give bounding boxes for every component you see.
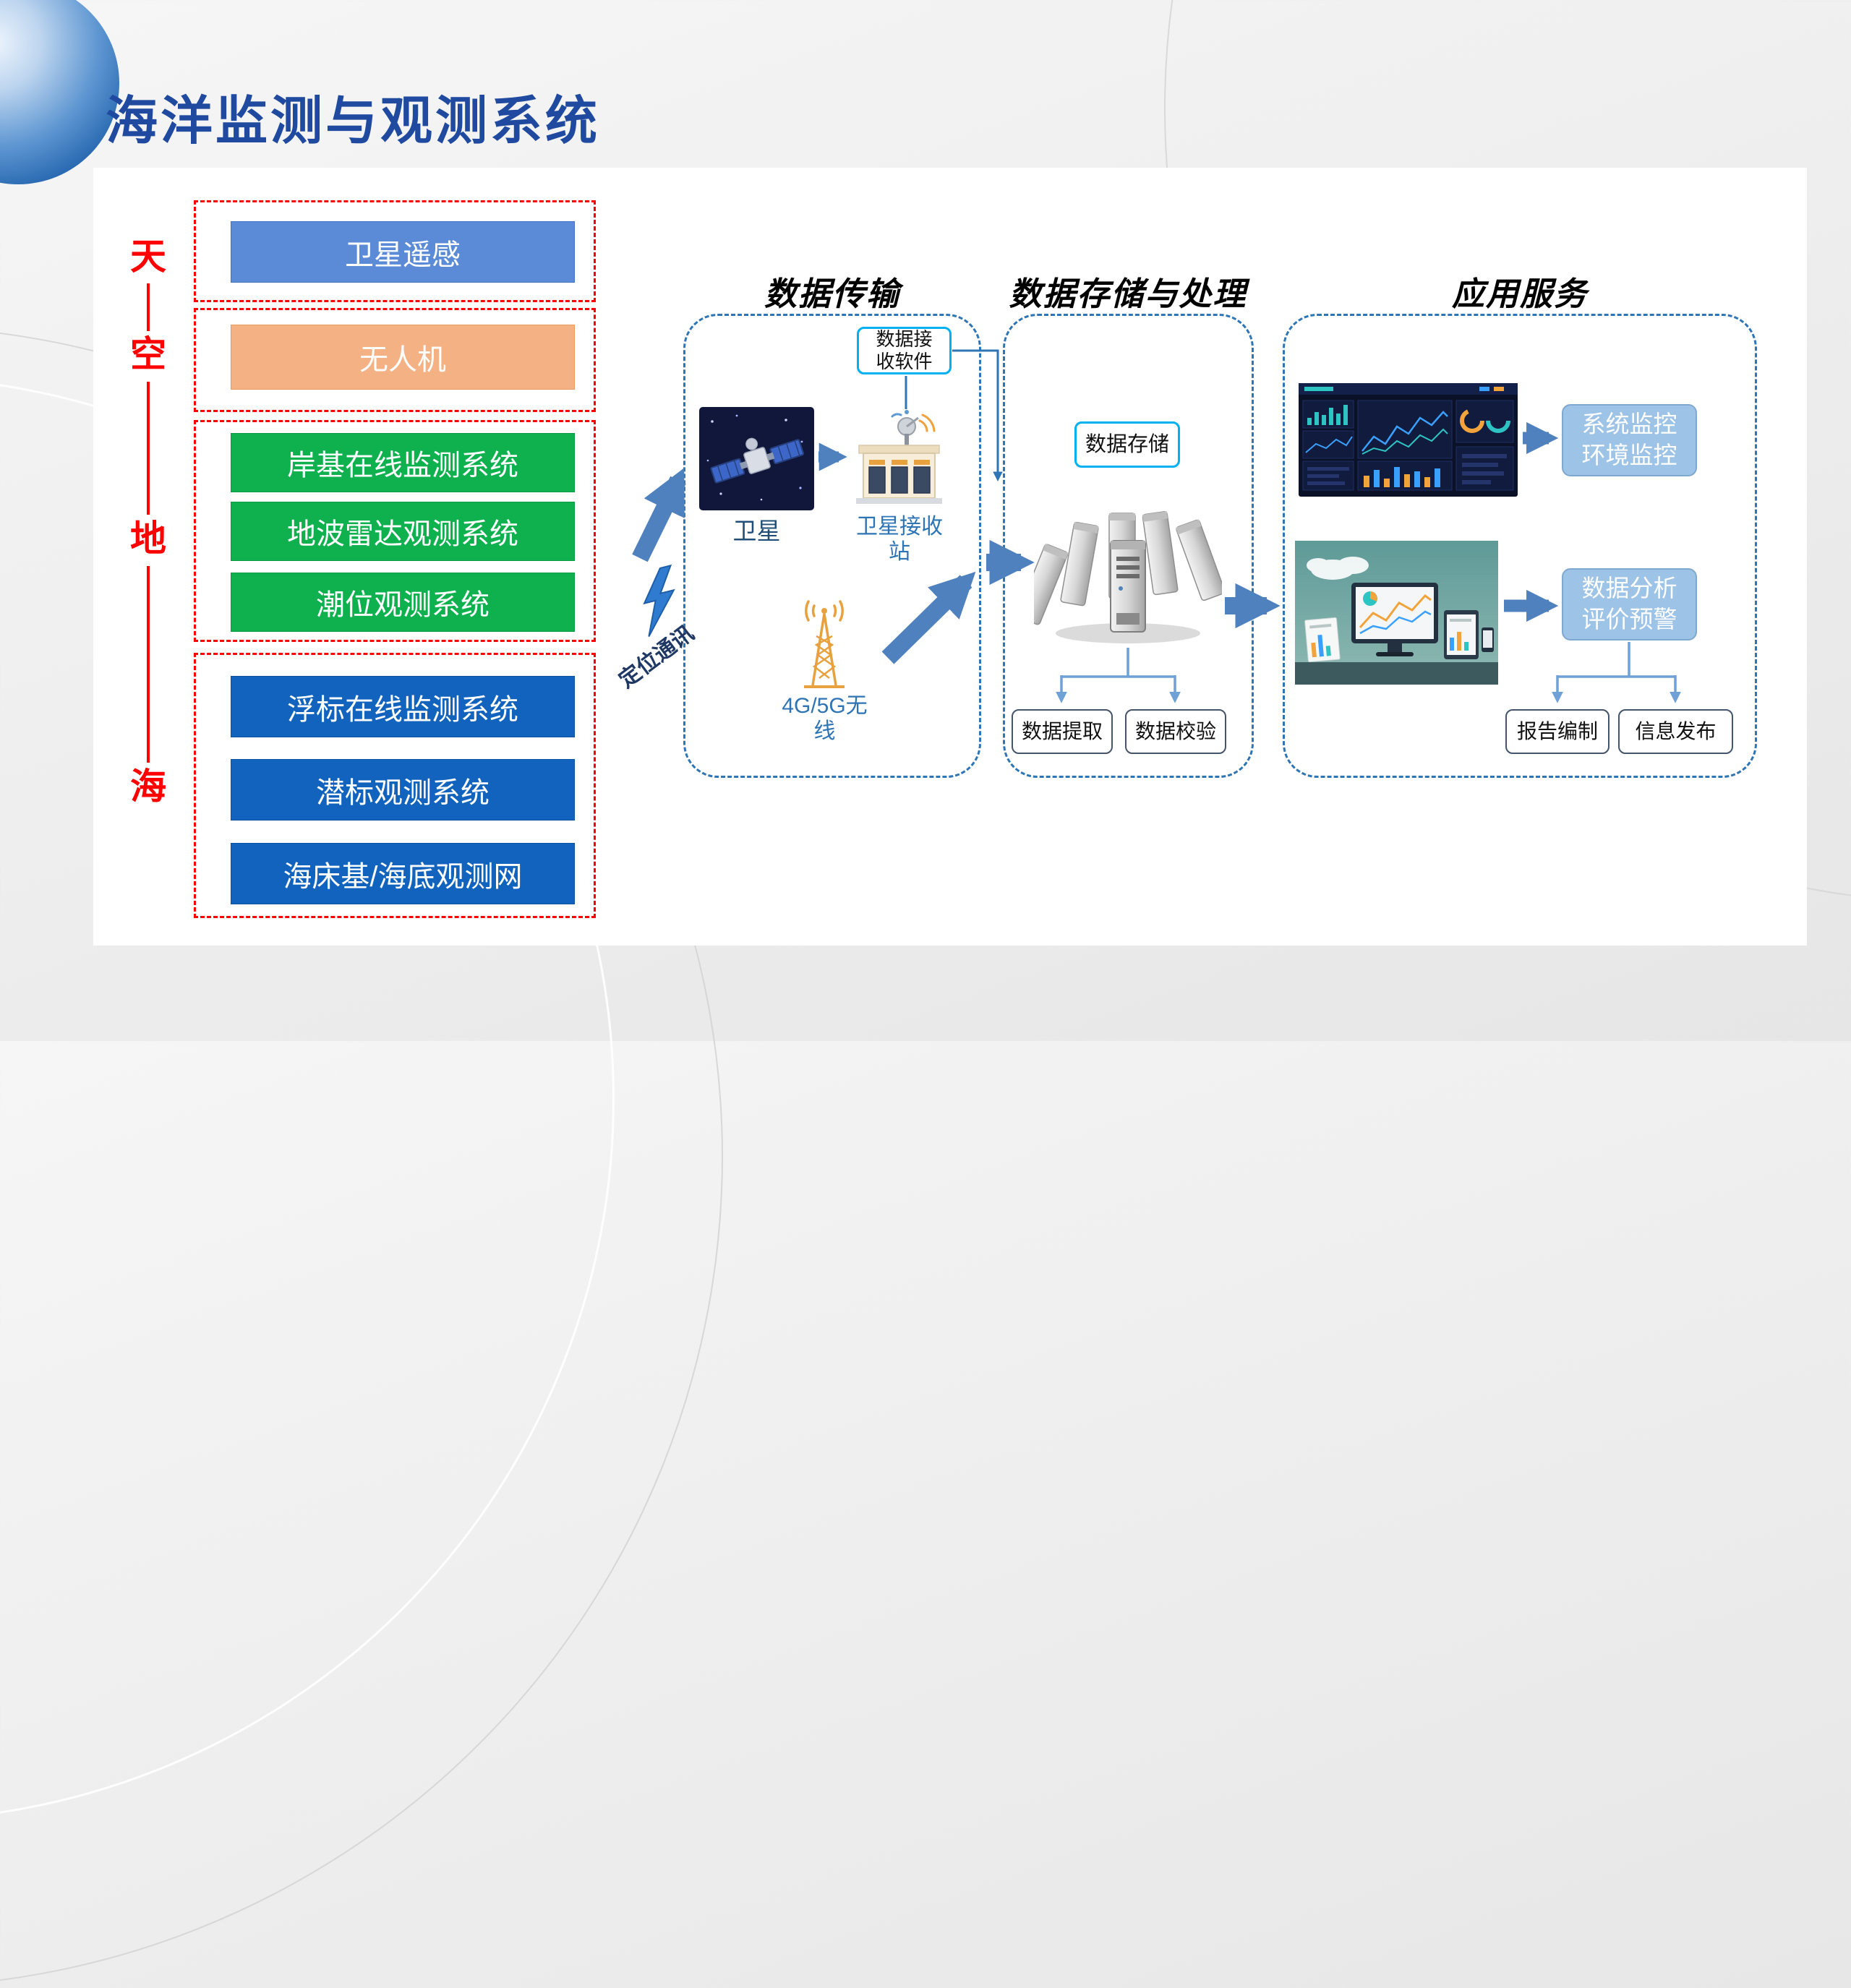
publish-box: 信息发布: [1618, 709, 1733, 754]
axis-label-sea: 海: [130, 766, 166, 807]
corner-sphere-decoration: [0, 0, 119, 184]
section-title-application: 应用服务: [1451, 276, 1588, 312]
source-box-buoy-monitoring: 浮标在线监测系统: [231, 676, 575, 737]
axis-line: [147, 566, 150, 763]
section-title-transmission: 数据传输: [764, 276, 900, 312]
report-box: 报告编制: [1505, 709, 1610, 754]
axis-label-land: 地: [130, 518, 166, 559]
analytics-screenshot-image: [1295, 541, 1498, 685]
source-box-seabed-network: 海床基/海底观测网: [231, 843, 575, 904]
dashboard-screenshot-image: [1299, 383, 1518, 497]
data-analysis-box: 数据分析 评价预警: [1562, 568, 1697, 640]
data-verify-box: 数据校验: [1125, 709, 1226, 754]
satellite-label: 卫星: [732, 518, 781, 544]
axis-line: [147, 382, 150, 515]
antenna-4g5g-icon: [788, 600, 860, 693]
source-box-tide-observation: 潮位观测系统: [231, 573, 575, 632]
section-title-storage: 数据存储与处理: [1009, 276, 1247, 312]
data-extract-box: 数据提取: [1012, 709, 1113, 754]
source-box-uav: 无人机: [231, 325, 575, 390]
server-cluster-icon: [1034, 499, 1222, 647]
satellite-image: [699, 407, 814, 510]
group-uav: [194, 308, 596, 412]
data-storage-box: 数据存储: [1074, 421, 1180, 468]
axis-line: [147, 283, 150, 331]
satellite-station-icon: [853, 409, 945, 507]
wireless-4g5g-label: 4G/5G无 线: [782, 694, 868, 743]
source-box-submerged-buoy: 潜标观测系统: [231, 759, 575, 821]
axis-label-sky: 天: [130, 236, 166, 277]
source-box-shore-monitoring: 岸基在线监测系统: [231, 433, 575, 492]
group-satellite: [194, 200, 596, 302]
receiver-software-box: 数据接 收软件: [857, 327, 952, 374]
section-application: [1283, 314, 1757, 778]
page-title: 海洋监测与观测系统: [106, 93, 601, 150]
source-box-satellite-remote-sensing: 卫星遥感: [231, 221, 575, 283]
system-monitoring-box: 系统监控 环境监控: [1562, 404, 1697, 476]
lightning-icon: [628, 564, 688, 640]
group-land-systems: [194, 420, 596, 642]
axis-label-air: 空: [130, 334, 166, 374]
group-sea-systems: [194, 653, 596, 918]
satellite-station-label: 卫星接收 站: [856, 515, 943, 564]
source-box-radar-observation: 地波雷达观测系统: [231, 502, 575, 561]
